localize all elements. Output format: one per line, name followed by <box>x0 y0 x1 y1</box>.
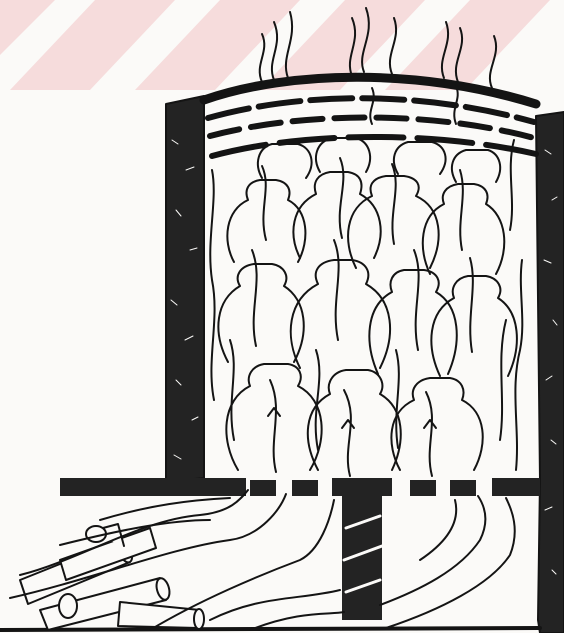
support-pillar <box>342 496 382 620</box>
kiln-right-wall <box>536 112 564 633</box>
kiln-left-wall <box>166 96 204 482</box>
watermark-stripes <box>0 0 550 90</box>
firebox-floor <box>0 628 540 630</box>
perforated-floor <box>60 478 540 496</box>
